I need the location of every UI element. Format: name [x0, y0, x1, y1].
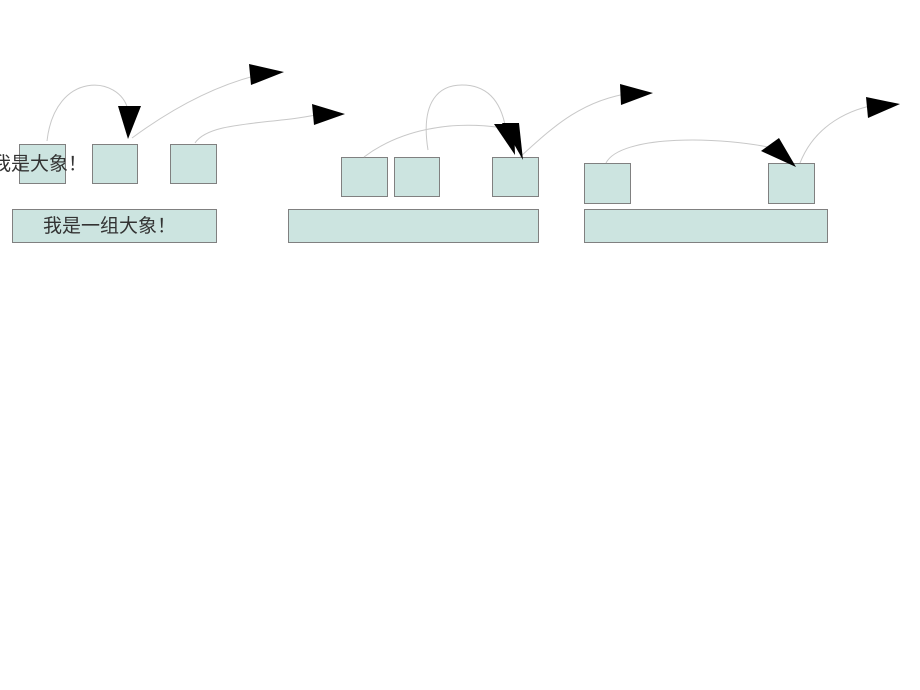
arrowhead	[118, 106, 141, 139]
connector-curve	[363, 124, 504, 158]
connector-curve	[194, 112, 326, 144]
connector-curve	[131, 73, 263, 139]
group-bar-c	[584, 209, 828, 243]
single-object-label: 我是大象！	[0, 153, 88, 175]
arrowhead	[312, 104, 345, 125]
arrowhead	[249, 64, 284, 85]
object-box-c1	[584, 163, 631, 204]
object-box-a3	[170, 144, 217, 184]
object-group-label: 我是一组大象！	[43, 215, 177, 237]
arrowhead	[866, 97, 900, 118]
object-box-a2	[92, 144, 138, 184]
arrowhead	[620, 84, 653, 105]
arrowhead	[761, 138, 796, 167]
group-bar-b	[288, 209, 539, 243]
object-box-b3	[492, 157, 539, 197]
connector-curve	[605, 139, 783, 164]
connector-curve	[519, 92, 633, 158]
group-bar-a	[12, 209, 217, 243]
object-box-b1	[341, 157, 388, 197]
object-box-b2	[394, 157, 440, 197]
arrowhead	[502, 123, 523, 160]
object-box-a1	[19, 144, 66, 184]
connector-curve	[425, 84, 507, 151]
connector-curve	[46, 84, 129, 142]
